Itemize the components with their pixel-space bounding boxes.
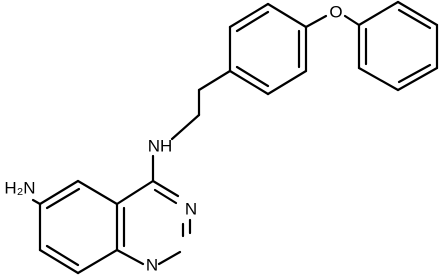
bond-oxygen-phenylene xyxy=(304,14,328,29)
ring-nitrogen-1-label: N xyxy=(146,255,158,274)
bond xyxy=(357,0,400,27)
bond-ethyl-nh xyxy=(170,113,201,141)
bond-ethyl-1 xyxy=(197,69,232,92)
amine-label: H₂N xyxy=(4,178,35,197)
double-bond-inner xyxy=(45,244,80,267)
bond xyxy=(396,0,439,27)
bond xyxy=(266,69,308,96)
bond-c2-n1 xyxy=(157,250,182,266)
bond-c4a-c4 xyxy=(115,179,155,206)
double-bond-inner xyxy=(397,8,432,30)
phenylene-ring xyxy=(228,2,308,96)
bond-n1-c8a xyxy=(115,248,145,266)
bond-c4-n3 xyxy=(151,179,180,198)
bond xyxy=(228,69,270,96)
ring-nitrogen-3-label: N xyxy=(185,199,197,218)
bond xyxy=(38,179,80,206)
double-bond-inner xyxy=(235,10,270,33)
bond xyxy=(38,248,80,275)
double-bond-inner xyxy=(235,65,270,88)
bond xyxy=(76,248,119,275)
double-bond-inner xyxy=(153,188,178,205)
nh-label: NH xyxy=(148,136,173,155)
bond xyxy=(357,66,400,92)
double-bond-inner xyxy=(397,63,432,84)
oxygen-label: O xyxy=(329,2,342,21)
phenyl-ring-right xyxy=(357,0,439,92)
bond-phenyl-oxygen xyxy=(343,14,361,27)
double-bond-inner xyxy=(45,187,81,210)
benzo-ring xyxy=(38,179,119,275)
bond-amine xyxy=(31,198,42,206)
pyrimidine-ring xyxy=(115,179,192,266)
bond xyxy=(396,66,439,92)
bond xyxy=(76,179,119,206)
bond xyxy=(228,2,270,29)
bond xyxy=(266,2,308,29)
